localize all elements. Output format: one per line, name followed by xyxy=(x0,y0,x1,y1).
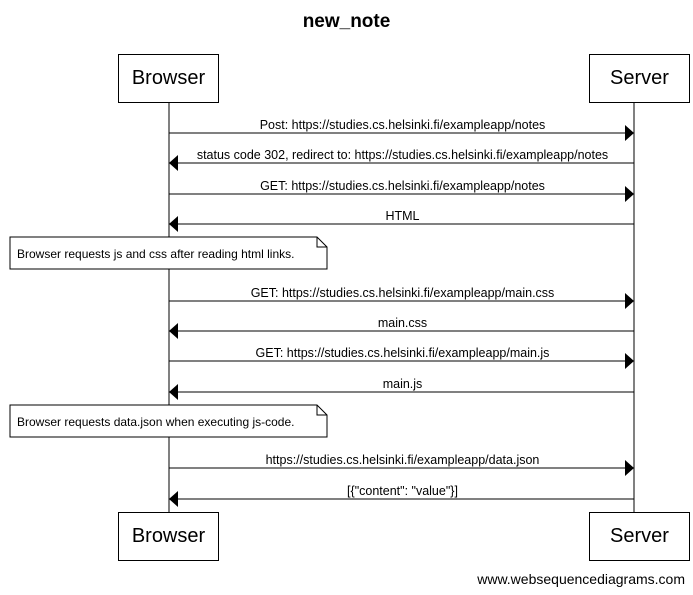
message-label: GET: https://studies.cs.helsinki.fi/exam… xyxy=(256,346,550,360)
message-label: status code 302, redirect to: https://st… xyxy=(197,148,608,162)
arrowhead-icon xyxy=(625,353,634,369)
arrowhead-icon xyxy=(625,293,634,309)
note-fold xyxy=(316,237,327,248)
note-text: Browser requests data.json when executin… xyxy=(17,415,294,429)
note-box xyxy=(9,236,328,270)
participant-server-label: Server xyxy=(610,67,669,89)
messages-layer: Post: https://studies.cs.helsinki.fi/exa… xyxy=(169,118,634,507)
message-label: Post: https://studies.cs.helsinki.fi/exa… xyxy=(260,118,546,132)
message-9: https://studies.cs.helsinki.fi/exampleap… xyxy=(169,453,634,476)
arrowhead-icon xyxy=(625,186,634,202)
note-box xyxy=(9,404,328,438)
diagram-title: new_note xyxy=(302,11,391,32)
message-label: https://studies.cs.helsinki.fi/exampleap… xyxy=(266,453,540,467)
participant-server-top: Server xyxy=(589,54,690,103)
participant-server-bottom: Server xyxy=(589,512,690,561)
message-5: GET: https://studies.cs.helsinki.fi/exam… xyxy=(169,286,634,309)
note-fold xyxy=(316,405,327,416)
message-2: status code 302, redirect to: https://st… xyxy=(169,148,634,171)
note-2: Browser requests data.json when executin… xyxy=(9,404,328,438)
message-label: [{"content": "value"}] xyxy=(347,484,458,498)
note-text: Browser requests js and css after readin… xyxy=(17,247,294,261)
message-label: main.css xyxy=(378,316,427,330)
notes-layer: Browser requests js and css after readin… xyxy=(9,236,328,438)
message-label: GET: https://studies.cs.helsinki.fi/exam… xyxy=(251,286,555,300)
participant-browser-label: Browser xyxy=(131,525,206,547)
message-10: [{"content": "value"}] xyxy=(169,484,634,507)
participant-browser-label: Browser xyxy=(131,67,206,89)
message-7: GET: https://studies.cs.helsinki.fi/exam… xyxy=(169,346,634,369)
note-1: Browser requests js and css after readin… xyxy=(9,236,328,270)
message-label: main.js xyxy=(383,377,423,391)
participant-browser-top: Browser xyxy=(118,54,219,103)
arrowhead-icon xyxy=(625,125,634,141)
message-6: main.css xyxy=(169,316,634,339)
message-8: main.js xyxy=(169,377,634,400)
arrowhead-icon xyxy=(169,323,178,339)
message-3: GET: https://studies.cs.helsinki.fi/exam… xyxy=(169,179,634,202)
participant-server-label: Server xyxy=(610,525,669,547)
message-1: Post: https://studies.cs.helsinki.fi/exa… xyxy=(169,118,634,141)
footer-watermark: www.websequencediagrams.com xyxy=(477,571,685,587)
message-label: HTML xyxy=(385,209,419,223)
arrowhead-icon xyxy=(169,216,178,232)
arrowhead-icon xyxy=(169,155,178,171)
message-4: HTML xyxy=(169,209,634,232)
arrowhead-icon xyxy=(625,460,634,476)
arrowhead-icon xyxy=(169,491,178,507)
participant-browser-bottom: Browser xyxy=(118,512,219,561)
arrowhead-icon xyxy=(169,384,178,400)
message-label: GET: https://studies.cs.helsinki.fi/exam… xyxy=(260,179,545,193)
